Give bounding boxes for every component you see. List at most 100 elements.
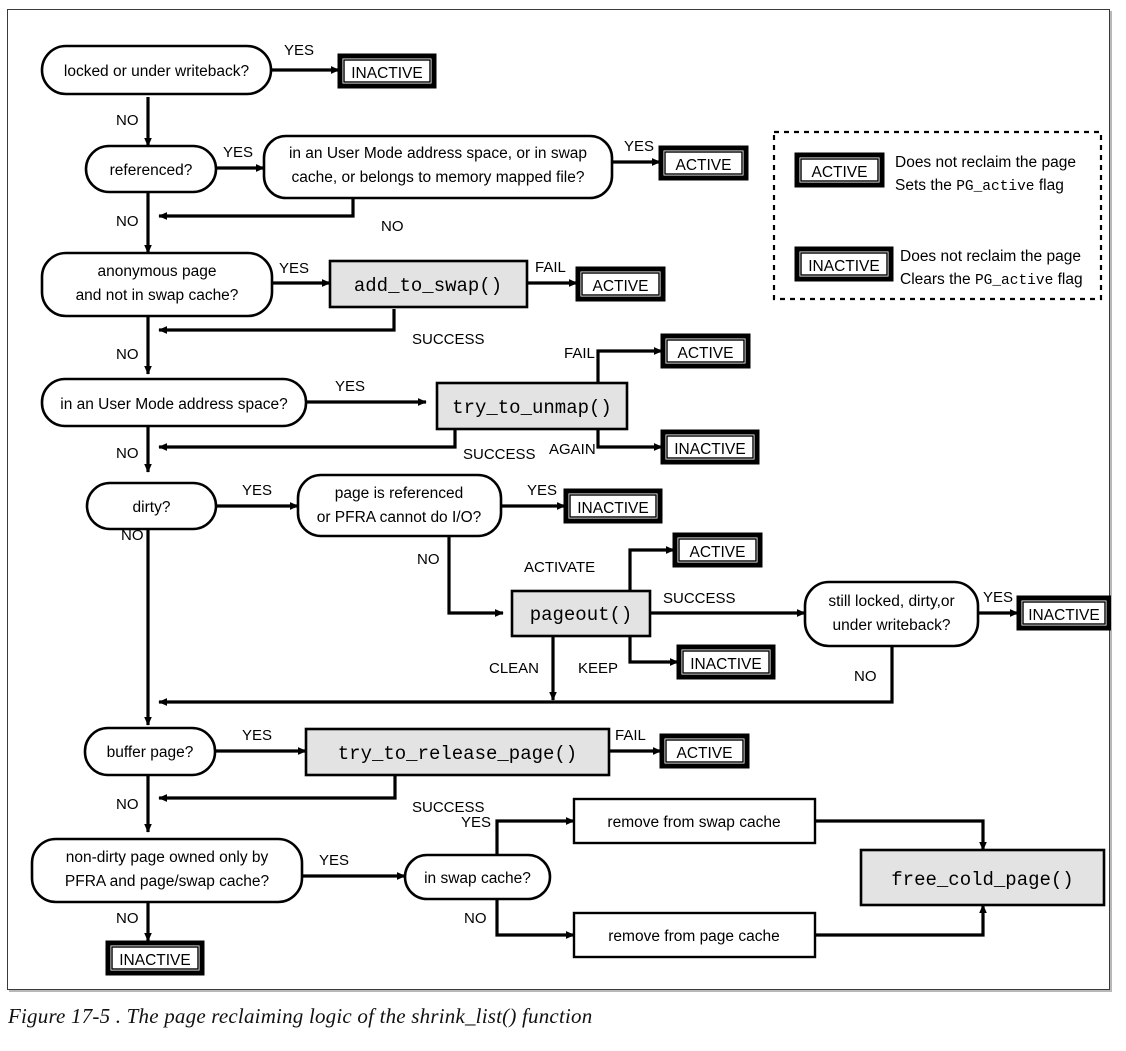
node-remove-from-page-cache[interactable]: remove from page cache <box>572 911 817 959</box>
terminal-inactive-5[interactable]: INACTIVE <box>1016 595 1111 631</box>
node-remove-page-label: remove from page cache <box>608 928 779 945</box>
terminal-inactive-4-label: INACTIVE <box>690 656 761 673</box>
figure-caption: Figure 17-5 . The page reclaiming logic … <box>8 1004 593 1028</box>
terminal-active-2[interactable]: ACTIVE <box>575 266 666 302</box>
legend-active-line2: Sets the PG_active flag <box>895 177 1064 195</box>
node-pageout-label: pageout() <box>530 604 633 626</box>
node-usermode-address-space[interactable]: in an User Mode address space? <box>40 377 308 428</box>
node-anon-line2: and not in swap cache? <box>76 287 239 304</box>
terminal-active-3-label: ACTIVE <box>678 345 734 362</box>
edge-removeswap-free <box>815 819 987 851</box>
label-pageout-activate: ACTIVATE <box>524 559 595 576</box>
label-pageout-clean: CLEAN <box>489 660 539 677</box>
label-buffer-yes: YES <box>242 727 272 744</box>
label-anon-yes: YES <box>279 260 309 277</box>
terminal-inactive-5-label: INACTIVE <box>1028 607 1099 624</box>
edge-unmap-fail <box>596 347 663 383</box>
figure-frame: YES NO YES NO YES NO YES FAIL SUCCESS NO… <box>7 9 1111 990</box>
node-free-cold-page-label: free_cold_page() <box>891 869 1073 891</box>
node-buffer-page[interactable]: buffer page? <box>83 726 217 777</box>
edge-stilllocked-no <box>158 646 894 706</box>
label-release-fail: FAIL <box>615 727 646 744</box>
node-stilllocked-line2: under writeback? <box>832 617 950 634</box>
terminal-inactive-1-label: INACTIVE <box>351 65 422 82</box>
node-dirty[interactable]: dirty? <box>85 481 218 531</box>
terminal-inactive-1[interactable]: INACTIVE <box>337 53 437 89</box>
node-in-swap-cache-label: in swap cache? <box>424 870 531 887</box>
terminal-inactive-6[interactable]: INACTIVE <box>105 940 205 976</box>
label-pageout-keep: KEEP <box>578 660 618 677</box>
node-remove-swap-label: remove from swap cache <box>607 814 780 831</box>
legend-inactive-line2: Clears the PG_active flag <box>900 271 1083 289</box>
node-in-swap-cache[interactable]: in swap cache? <box>403 853 552 901</box>
edge-swapcache-yes <box>495 817 575 855</box>
label-umswap-no: NO <box>381 218 404 235</box>
node-nondirty-line2: PFRA and page/swap cache? <box>65 873 270 890</box>
label-dirty-no: NO <box>121 527 144 544</box>
node-umswap-line2: cache, or belongs to memory mapped file? <box>292 169 585 186</box>
node-pageout[interactable]: pageout() <box>510 589 652 638</box>
legend-inactive-line2-a: Clears the <box>900 271 975 288</box>
terminal-active-1-label: ACTIVE <box>676 157 732 174</box>
node-try-to-release-label: try_to_release_page() <box>338 743 577 765</box>
label-swapcache-no: NO <box>464 910 487 927</box>
terminal-active-4-label: ACTIVE <box>690 544 746 561</box>
node-referenced-or-pfra[interactable]: page is referenced or PFRA cannot do I/O… <box>296 473 503 538</box>
edge-swapcache-no <box>495 898 575 939</box>
label-unmap-fail: FAIL <box>564 345 595 362</box>
label-referenced-no: NO <box>116 213 139 230</box>
node-try-to-unmap-label: try_to_unmap() <box>452 397 612 419</box>
label-locked-no: NO <box>116 112 139 129</box>
label-pfra-yes: YES <box>527 482 557 499</box>
terminal-inactive-6-label: INACTIVE <box>119 952 190 969</box>
terminal-inactive-3[interactable]: INACTIVE <box>563 488 663 524</box>
edge-label-layer: YES NO YES NO YES NO YES FAIL SUCCESS NO… <box>116 42 1013 927</box>
label-unmap-success: SUCCESS <box>463 446 536 463</box>
node-usermode-or-swapcache[interactable]: in an User Mode address space, or in swa… <box>262 134 614 200</box>
node-anonymous-page[interactable]: anonymous page and not in swap cache? <box>40 251 274 318</box>
node-free-cold-page[interactable]: free_cold_page() <box>859 848 1106 907</box>
edge-removepage-free <box>815 904 987 937</box>
legend-inactive-line2-c: flag <box>1053 271 1082 288</box>
label-dirty-yes: YES <box>242 482 272 499</box>
node-anon-line1: anonymous page <box>98 263 217 280</box>
edge-umswap-no <box>158 198 355 220</box>
terminal-active-5[interactable]: ACTIVE <box>659 733 750 769</box>
terminal-inactive-2-label: INACTIVE <box>674 441 745 458</box>
terminal-active-4[interactable]: ACTIVE <box>672 532 763 568</box>
terminal-inactive-4[interactable]: INACTIVE <box>676 644 776 680</box>
node-try-to-release-page[interactable]: try_to_release_page() <box>304 727 611 777</box>
legend-active-line2-a: Sets the <box>895 177 956 194</box>
node-remove-from-swap-cache[interactable]: remove from swap cache <box>572 797 817 845</box>
label-referenced-yes: YES <box>223 144 253 161</box>
terminal-active-1[interactable]: ACTIVE <box>658 145 749 181</box>
label-pageout-success: SUCCESS <box>663 590 736 607</box>
node-add-to-swap-label: add_to_swap() <box>354 275 502 297</box>
legend: ACTIVE Does not reclaim the page Sets th… <box>772 130 1103 301</box>
legend-row-inactive: INACTIVE Does not reclaim the page Clear… <box>794 246 1083 289</box>
node-pfra-line2: or PFRA cannot do I/O? <box>317 509 482 526</box>
node-stilllocked-line1: still locked, dirty,or <box>828 593 954 610</box>
legend-inactive-flag: PG_active <box>975 273 1053 289</box>
edge-addswap-success <box>158 309 396 334</box>
node-try-to-unmap[interactable]: try_to_unmap() <box>435 381 629 431</box>
node-still-locked[interactable]: still locked, dirty,or under writeback? <box>803 580 980 648</box>
terminal-active-3[interactable]: ACTIVE <box>660 333 751 369</box>
terminal-inactive-2[interactable]: INACTIVE <box>660 429 760 465</box>
node-referenced[interactable]: referenced? <box>84 144 218 194</box>
legend-inactive-line1: Does not reclaim the page <box>900 248 1081 265</box>
label-swapcache-yes: YES <box>461 814 491 831</box>
node-locked-or-writeback[interactable]: locked or under writeback? <box>40 44 273 96</box>
node-nondirty-page[interactable]: non-dirty page owned only by PFRA and pa… <box>30 837 304 904</box>
legend-active-flag: PG_active <box>956 179 1034 195</box>
edge-layer <box>144 66 1019 942</box>
label-buffer-no: NO <box>116 796 139 813</box>
label-pfra-no: NO <box>417 551 440 568</box>
label-locked-yes: YES <box>284 42 314 59</box>
node-um-label: in an User Mode address space? <box>60 396 288 413</box>
terminal-active-2-label: ACTIVE <box>593 278 649 295</box>
node-buffer-label: buffer page? <box>107 744 194 761</box>
terminal-active-5-label: ACTIVE <box>677 745 733 762</box>
node-nondirty-line1: non-dirty page owned only by <box>66 849 269 866</box>
node-add-to-swap[interactable]: add_to_swap() <box>328 259 529 309</box>
